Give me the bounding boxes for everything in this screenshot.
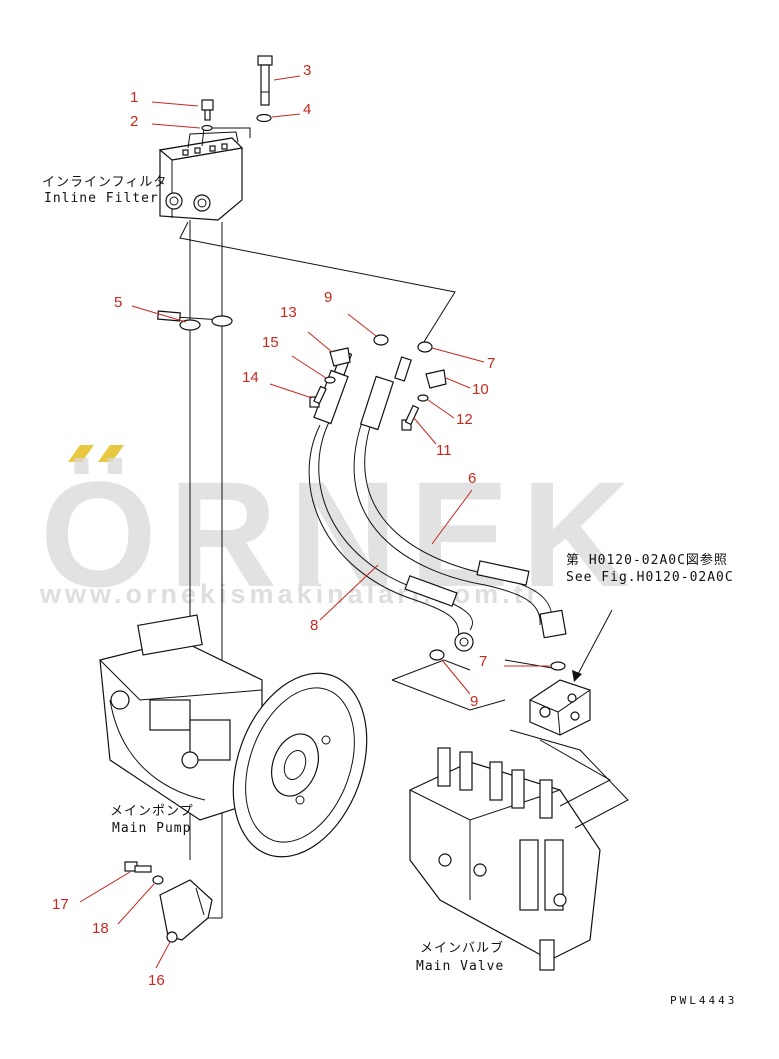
callout-6: 6 [468,470,476,487]
washer-part-15 [324,376,336,384]
callouts: 1 2 3 4 5 6 7 7 8 9 9 10 11 12 13 14 15 [52,62,550,989]
washer-part-18 [152,875,164,885]
callout-10: 10 [472,381,489,398]
bolt-part-14 [309,385,327,408]
callout-15: 15 [262,334,279,351]
clamp-part-13 [329,347,351,367]
see-fig-label-jp: 第 H0120-02A0C図参照 [566,552,728,568]
callout-13: 13 [280,304,297,321]
o-ring-part-7-lower [550,661,566,671]
callout-7-upper: 7 [487,355,495,372]
inline-filter-label-jp: インラインフィルタ [42,175,167,190]
watermark: ÖRNEK www.ornekismakinalari.com.tr [39,445,642,618]
main-valve-label-en: Main Valve [416,959,504,974]
callout-14: 14 [242,369,259,386]
bolt-part-3 [257,55,273,106]
watermark-accent-left [68,445,94,462]
o-ring-part-9-upper [373,334,389,346]
callout-16: 16 [148,972,165,989]
main-valve-label-jp: メインバルブ [420,940,504,956]
bracket-part-16 [159,879,213,943]
callout-18: 18 [92,920,109,937]
callout-11: 11 [436,442,452,459]
clamp-part-10 [425,369,447,389]
inline-filter-drawing [158,127,251,221]
callout-9-upper: 9 [324,289,332,306]
callout-9-lower: 9 [470,693,478,710]
main-valve-drawing [409,747,601,971]
main-pump-drawing [99,614,368,858]
callout-1: 1 [130,89,138,106]
callout-4: 4 [303,101,311,118]
watermark-brand: ÖRNEK [40,450,642,618]
pilot-valve-block [529,679,591,736]
hose-assembly [308,350,567,652]
drawing-code: PWL4443 [670,994,737,1007]
bolt-part-17 [124,861,152,873]
see-fig-label-en: See Fig.H0120-02A0C [566,570,734,585]
callout-12: 12 [456,411,473,428]
callout-17: 17 [52,896,69,913]
main-pump-label-en: Main Pump [112,821,191,836]
watermark-accent-right [98,445,124,462]
valve-connection-lines [391,659,629,829]
o-ring-part-5 [157,310,233,331]
washer-part-2 [201,124,213,132]
main-pump-label-jp: メインポンプ [110,804,194,819]
washer-part-4 [256,113,272,123]
callout-5: 5 [114,294,122,311]
callout-3: 3 [303,62,311,79]
callout-7-lower: 7 [479,653,487,670]
watermark-url: www.ornekismakinalari.com.tr [39,579,541,609]
o-ring-part-7-upper [417,341,433,353]
assembly-labels: インラインフィルタ Inline Filter メインポンプ Main Pump… [42,175,737,1007]
see-fig-arrow [572,609,613,682]
washer-part-12 [417,394,429,402]
callout-8: 8 [310,617,318,634]
o-ring-part-9-lower [429,649,445,661]
bolt-part-1 [201,99,214,121]
callout-2: 2 [130,113,138,130]
inline-filter-label-en: Inline Filter [44,191,159,206]
bolt-part-11 [401,404,420,431]
